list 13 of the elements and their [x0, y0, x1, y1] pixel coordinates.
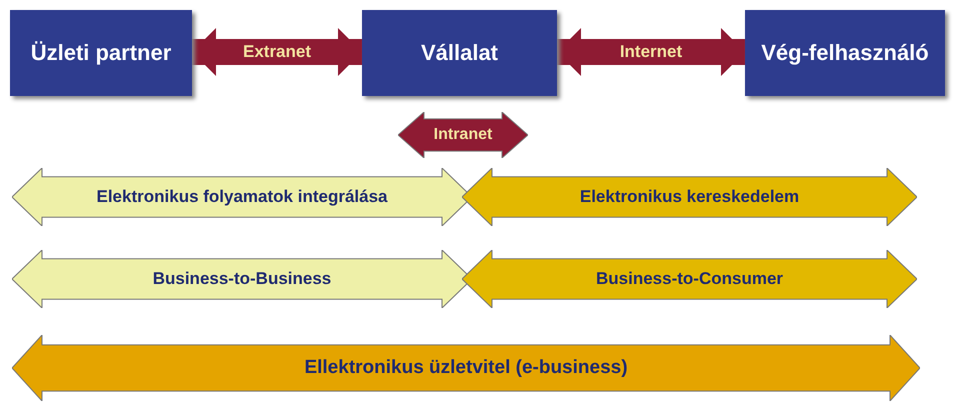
edge-label: Extranet	[242, 42, 312, 62]
arrow-text: Business-to-Consumer	[596, 269, 784, 289]
edge-label: Internet	[620, 42, 682, 62]
partner-box: Üzleti partner	[10, 10, 192, 96]
arrow-text: Elektronikus folyamatok integrálása	[96, 187, 388, 207]
end-user-box: Vég-felhasználó	[745, 10, 945, 96]
arrow-text: Intranet	[434, 126, 492, 144]
double-arrow	[192, 28, 362, 76]
arrow-text: Business-to-Business	[152, 269, 332, 289]
arrow-text: Ellektronikus üzletvitel (e-business)	[304, 357, 628, 379]
arrow-text: Elektronikus kereskedelem	[580, 187, 800, 207]
double-arrow	[557, 28, 745, 76]
company-box: Vállalat	[362, 10, 557, 96]
